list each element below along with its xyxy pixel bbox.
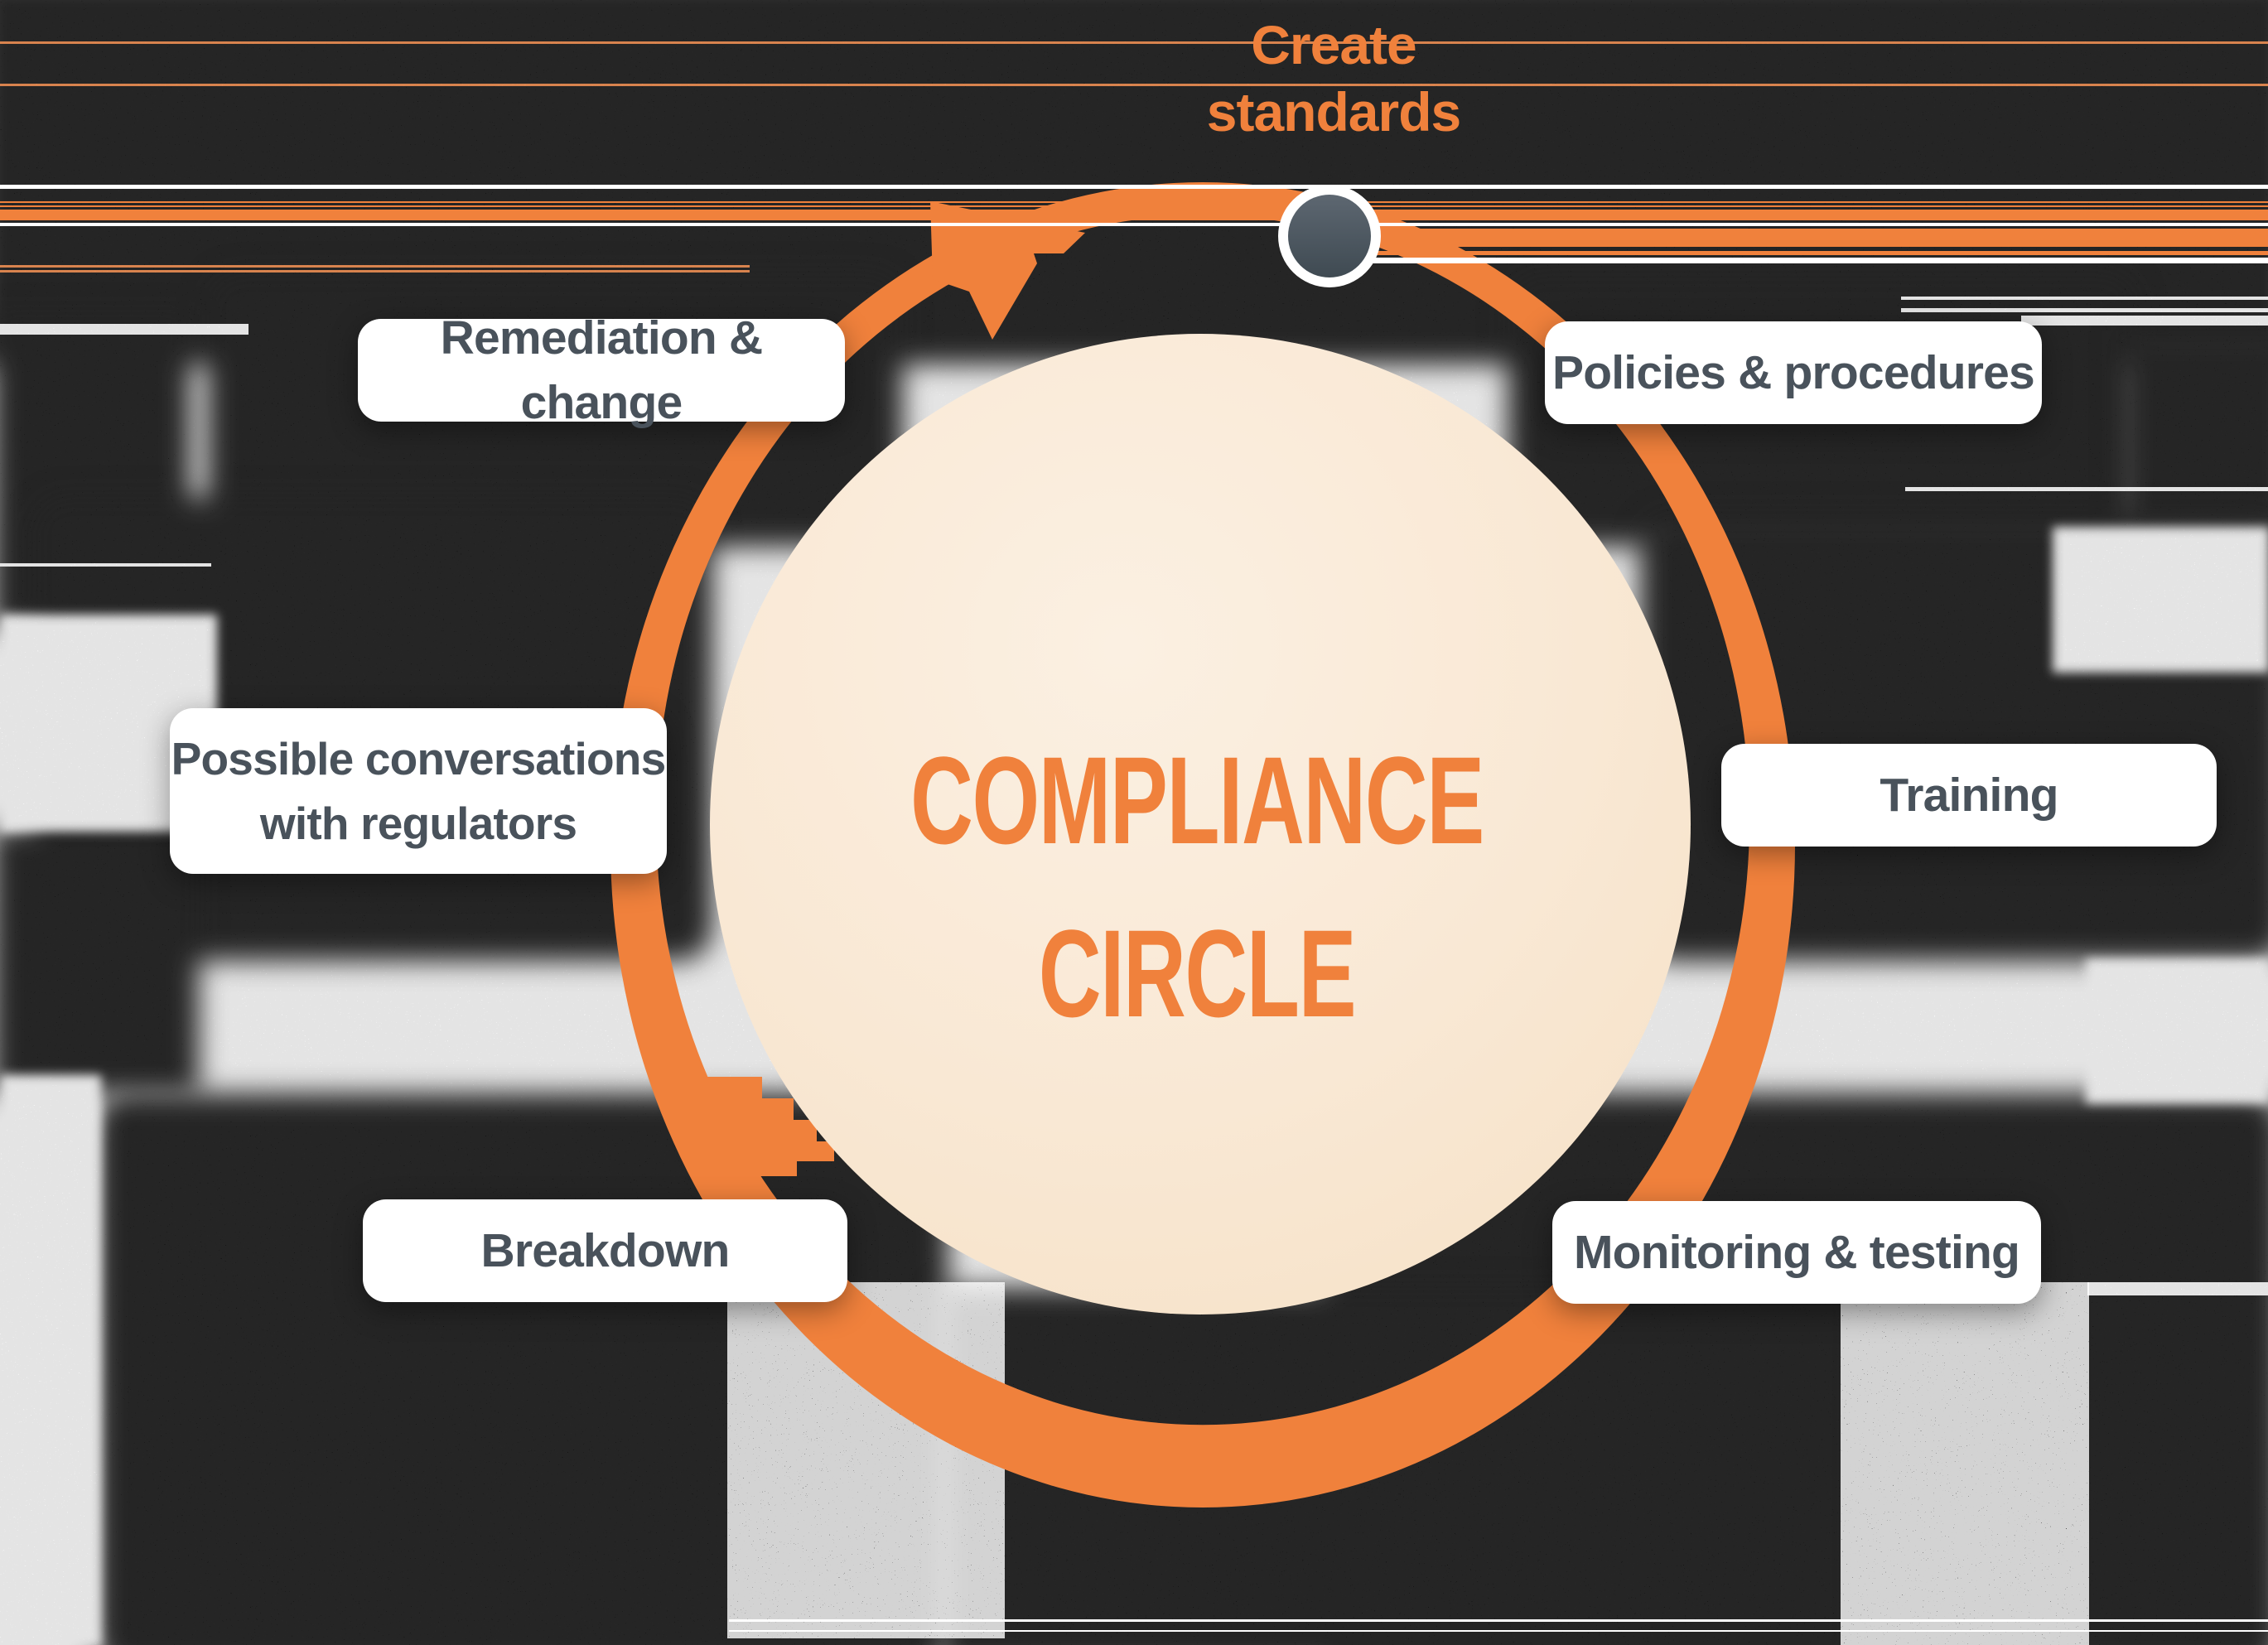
glitch-streak	[0, 205, 2268, 207]
page-title: COMPLIANCE CIRCLE	[907, 714, 1487, 1060]
glitch-streak	[0, 210, 2268, 220]
glitch-streak	[0, 185, 2268, 189]
glitch-step	[731, 1161, 797, 1176]
node-pill-possible-conversations-with-regulators: Possible conversations with regulators	[170, 708, 667, 874]
node-pill-policies-procedures: Policies & procedures	[1545, 321, 2042, 424]
node-pill-label: Remediation & change	[440, 311, 763, 429]
node-pill-label: Training	[1880, 769, 2058, 822]
glitch-streak	[0, 201, 2268, 203]
center-circle	[710, 334, 1691, 1315]
glitch-step-block	[673, 1077, 834, 1176]
node-pill-monitoring-testing: Monitoring & testing	[1552, 1201, 2041, 1304]
node-pill-label-line2: with regulators	[259, 798, 577, 849]
glitch-streak-group-over	[0, 185, 2268, 1632]
glitch-streak	[1288, 251, 2268, 255]
node-pill-training: Training	[1721, 744, 2217, 847]
glitch-streak	[1288, 258, 2268, 263]
node-pill-breakdown: Breakdown	[363, 1199, 847, 1302]
speckle-column	[1841, 1282, 2089, 1645]
page-title-line2: CIRCLE	[1038, 904, 1357, 1043]
page-title-line1: COMPLIANCE	[910, 731, 1484, 870]
node-pill-label: Policies & procedures	[1552, 346, 2035, 399]
glitch-step	[673, 1077, 762, 1098]
node-pill-remediation-change: Remediation & change	[358, 311, 845, 429]
glitch-step	[684, 1120, 817, 1141]
glitch-streak	[729, 1630, 2268, 1632]
glitch-streak	[1288, 229, 2268, 247]
label-create-standards: Create standards	[1085, 12, 1582, 146]
glitch-streak	[0, 223, 2268, 226]
node-pill-label: Breakdown	[480, 1224, 730, 1277]
node-pill-label-line1: Possible conversations	[171, 733, 667, 784]
cycle-start-dot	[1278, 185, 1381, 287]
label-create-standards-line2: standards	[1206, 81, 1461, 142]
glitch-step	[692, 1141, 834, 1161]
glitch-streak	[729, 1619, 2268, 1622]
cycle-arrowhead-icon	[930, 201, 1085, 340]
label-create-standards-line1: Create	[1251, 14, 1416, 75]
node-pill-label: Monitoring & testing	[1573, 1226, 2020, 1279]
cycle-start-dot-core	[1288, 195, 1371, 277]
glitch-step	[678, 1098, 794, 1120]
